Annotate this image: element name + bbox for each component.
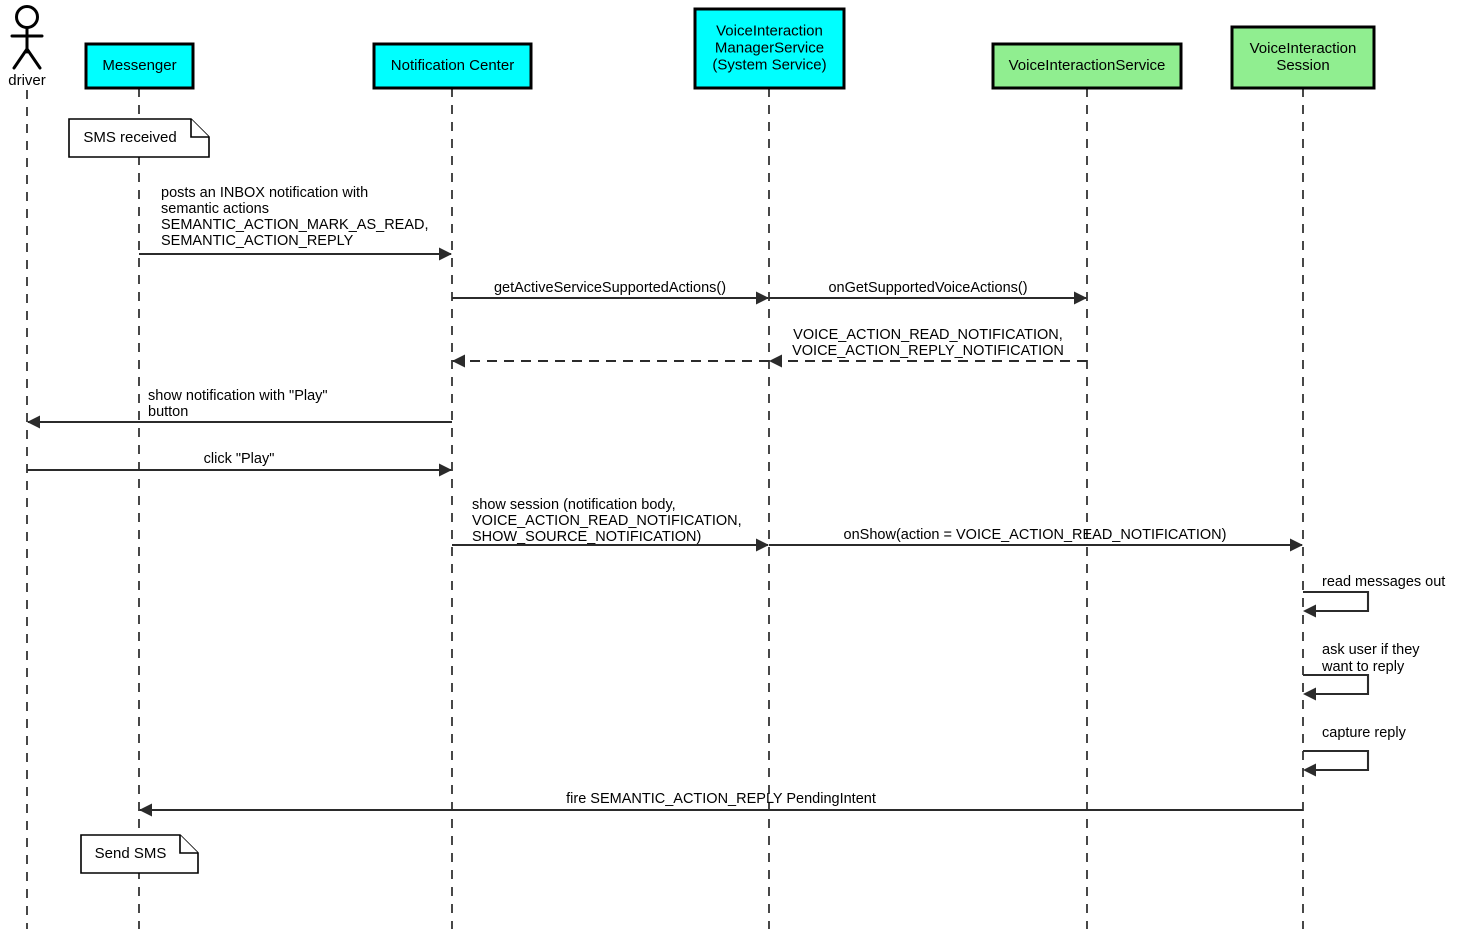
participant-label-voiceinteraction-service: VoiceInteractionService (1009, 57, 1166, 74)
arrowhead-icon-get-active-service-supported-actions (756, 291, 769, 305)
message-label-show-session: SHOW_SOURCE_NOTIFICATION) (472, 529, 701, 545)
arrowhead-icon-on-get-supported-voice-actions (1074, 291, 1087, 305)
actor-driver: driver (8, 5, 46, 89)
note-fold-corner-icon (190, 119, 209, 138)
message-label-show-session: VOICE_ACTION_READ_NOTIFICATION, (472, 513, 742, 529)
self-call-label-read-messages-out: read messages out (1322, 574, 1445, 590)
self-call-path-ask-user-if-they-want-to-reply (1303, 673, 1370, 696)
participant-label-voiceinteraction-session: Session (1276, 57, 1329, 74)
participants-group: Messenger Notification Center VoiceInterac… (84, 7, 1376, 90)
self-call-label-capture-reply: capture reply (1322, 725, 1407, 741)
actor-label: driver (8, 72, 46, 89)
message-label-show-session: show session (notification body, (472, 497, 676, 513)
actor-left-leg-icon (12, 47, 29, 70)
arrowhead-icon-click-play (439, 463, 452, 477)
message-label-click-play: click "Play" (204, 451, 275, 467)
message-label-post-inbox-notification: SEMANTIC_ACTION_REPLY (161, 233, 354, 249)
actor-head-icon (15, 5, 39, 29)
lifelines-group (26, 88, 1304, 929)
participant-label-voiceinteraction-manager-service: VoiceInteraction (716, 22, 823, 39)
message-label-get-active-service-supported-actions: getActiveServiceSupportedActions() (494, 280, 726, 296)
self-call-label-ask-user-if-they-want-to-reply: want to reply (1321, 659, 1405, 675)
participant-box-voiceinteraction-manager-service[interactable] (693, 7, 846, 90)
self-call-path-capture-reply (1303, 749, 1370, 772)
self-call-label-ask-user-if-they-want-to-reply: ask user if they (1322, 642, 1420, 658)
self-call-path-read-messages-out (1303, 590, 1370, 613)
arrowhead-icon-show-session (756, 538, 769, 552)
arrowhead-icon-read-messages-out (1303, 604, 1316, 618)
arrowhead-icon-capture-reply (1303, 763, 1316, 777)
message-label-post-inbox-notification: SEMANTIC_ACTION_MARK_AS_READ, (161, 217, 429, 233)
participant-label-voiceinteraction-session: VoiceInteraction (1250, 40, 1357, 57)
note-fold-corner-icon (179, 835, 198, 854)
participant-box-notification-center[interactable] (372, 42, 533, 90)
messages-group: posts an INBOX notification withsemantic… (27, 185, 1303, 817)
arrowhead-icon-on-show-action-read-notification (1290, 538, 1303, 552)
arrowhead-icon-return-voice-actions-to-notification-center (452, 354, 465, 368)
participant-box-messenger[interactable] (84, 42, 195, 90)
arrowhead-icon-ask-user-if-they-want-to-reply (1303, 687, 1316, 701)
participant-box-voiceinteraction-session[interactable] (1230, 25, 1376, 90)
note-shape-sms-received-note (68, 118, 210, 158)
message-label-on-get-supported-voice-actions: onGetSupportedVoiceActions() (828, 280, 1027, 296)
message-label-return-voice-actions-to-manager: VOICE_ACTION_READ_NOTIFICATION, (793, 327, 1063, 343)
actor-right-leg-icon (25, 47, 42, 70)
message-label-fire-semantic-action-reply-pending-intent: fire SEMANTIC_ACTION_REPLY PendingIntent (566, 791, 876, 807)
participant-label-voiceinteraction-manager-service: ManagerService (715, 39, 824, 56)
note-label-send-sms-note: Send SMS (95, 845, 167, 862)
message-label-post-inbox-notification: posts an INBOX notification with (161, 185, 368, 201)
note-label-sms-received-note: SMS received (83, 129, 176, 146)
note-shape-send-sms-note (80, 834, 199, 874)
message-label-post-inbox-notification: semantic actions (161, 201, 269, 217)
message-label-show-notification-with-play-button: button (148, 404, 188, 420)
arrowhead-icon-return-voice-actions-to-manager (769, 354, 782, 368)
message-label-show-notification-with-play-button: show notification with "Play" (148, 388, 328, 404)
participant-label-messenger: Messenger (102, 57, 176, 74)
message-label-return-voice-actions-to-manager: VOICE_ACTION_REPLY_NOTIFICATION (792, 343, 1064, 359)
arrowhead-icon-fire-semantic-action-reply-pending-intent (139, 803, 152, 817)
arrowhead-icon-show-notification-with-play-button (27, 415, 40, 429)
arrowhead-icon-post-inbox-notification (439, 247, 452, 261)
participant-label-notification-center: Notification Center (391, 57, 514, 74)
participant-label-voiceinteraction-manager-service: (System Service) (712, 56, 826, 73)
message-label-on-show-action-read-notification: onShow(action = VOICE_ACTION_READ_NOTIFI… (844, 527, 1227, 543)
participant-box-voiceinteraction-service[interactable] (991, 42, 1183, 90)
